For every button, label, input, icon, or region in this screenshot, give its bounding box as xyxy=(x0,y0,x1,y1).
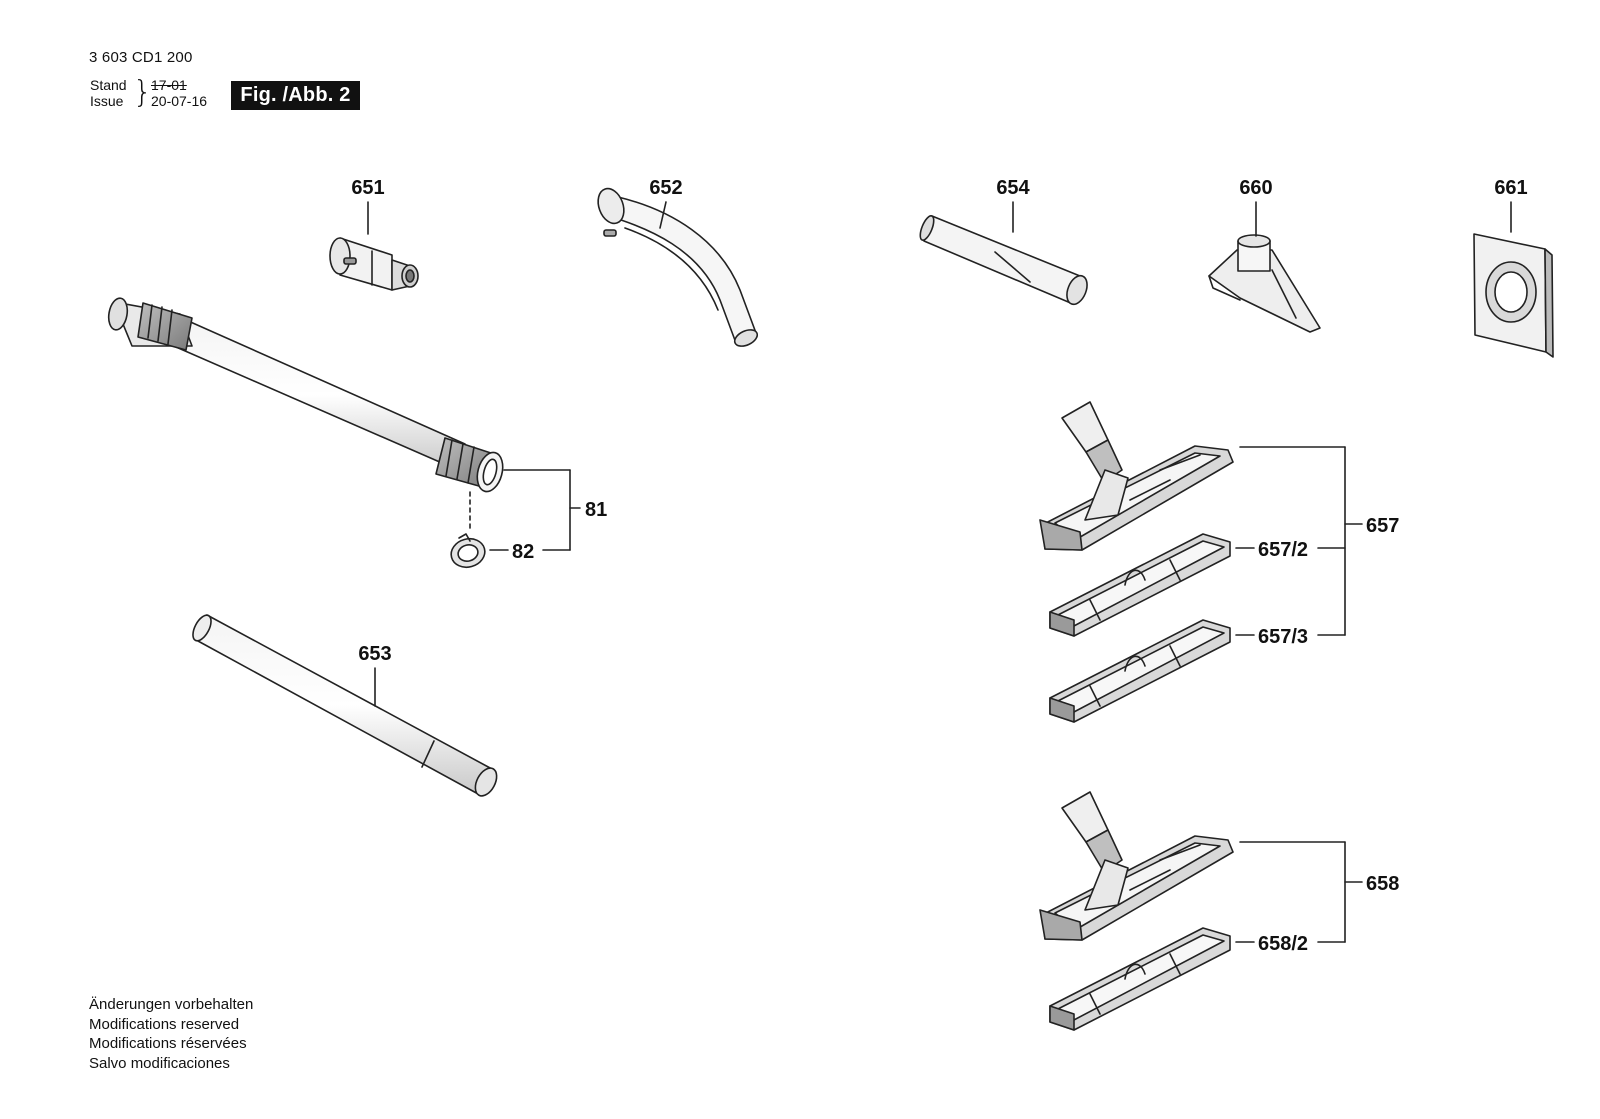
notice-fr: Modifications réservées xyxy=(89,1035,247,1052)
callout-651: 651 xyxy=(351,177,384,199)
issue-date: 20-07-16 xyxy=(151,93,208,109)
modifications-notice: Änderungen vorbehalten Modifications res… xyxy=(89,995,253,1073)
stand-issue-labels: Stand Issue xyxy=(90,77,127,109)
part-658-2-insert-icon xyxy=(1049,927,1231,1031)
notice-de: Änderungen vorbehalten xyxy=(89,996,254,1013)
part-654-crevice-nozzle-icon xyxy=(919,215,1088,306)
part-660-nozzle-icon xyxy=(1208,234,1321,333)
part-657-3-insert-icon xyxy=(1049,619,1231,723)
callout-657: 657 xyxy=(1366,515,1399,537)
document-number: 3 603 CD1 200 xyxy=(89,49,193,66)
part-652-elbow-icon xyxy=(597,187,759,347)
stand-label: Stand xyxy=(90,77,127,93)
issue-label: Issue xyxy=(90,93,124,109)
callout-658-2: 658/2 xyxy=(1258,933,1308,955)
callout-653: 653 xyxy=(358,643,391,665)
notice-en: Modifications reserved xyxy=(89,1015,240,1033)
notice-es: Salvo modificaciones xyxy=(89,1054,230,1072)
callout-657-3: 657/3 xyxy=(1258,626,1308,648)
callout-660: 660 xyxy=(1239,177,1272,199)
stand-issue-values: 17-01 20-07-16 xyxy=(151,77,207,109)
callout-661: 661 xyxy=(1494,177,1527,199)
part-657-2-insert-icon xyxy=(1049,533,1231,637)
part-82-clip-icon xyxy=(450,491,486,569)
callout-657-2: 657/2 xyxy=(1258,539,1308,561)
part-657-floor-nozzle-icon xyxy=(1039,401,1234,551)
stand-date: 17-01 xyxy=(151,77,187,93)
part-661-gasket-icon xyxy=(1473,233,1554,358)
part-658-floor-nozzle-icon xyxy=(1039,791,1234,941)
leader-652 xyxy=(659,201,667,229)
callout-658: 658 xyxy=(1366,873,1399,895)
part-651-adapter-icon xyxy=(329,237,419,291)
part-81-hose-tube-icon xyxy=(107,297,504,493)
callout-82: 82 xyxy=(512,541,534,563)
part-653-straight-tube-icon xyxy=(192,614,498,797)
figure-badge: Fig. /Abb. 2 xyxy=(231,81,360,110)
callout-652: 652 xyxy=(649,177,682,199)
callout-81: 81 xyxy=(585,499,607,521)
brace-icon: } xyxy=(133,75,153,110)
callout-654: 654 xyxy=(996,177,1030,199)
